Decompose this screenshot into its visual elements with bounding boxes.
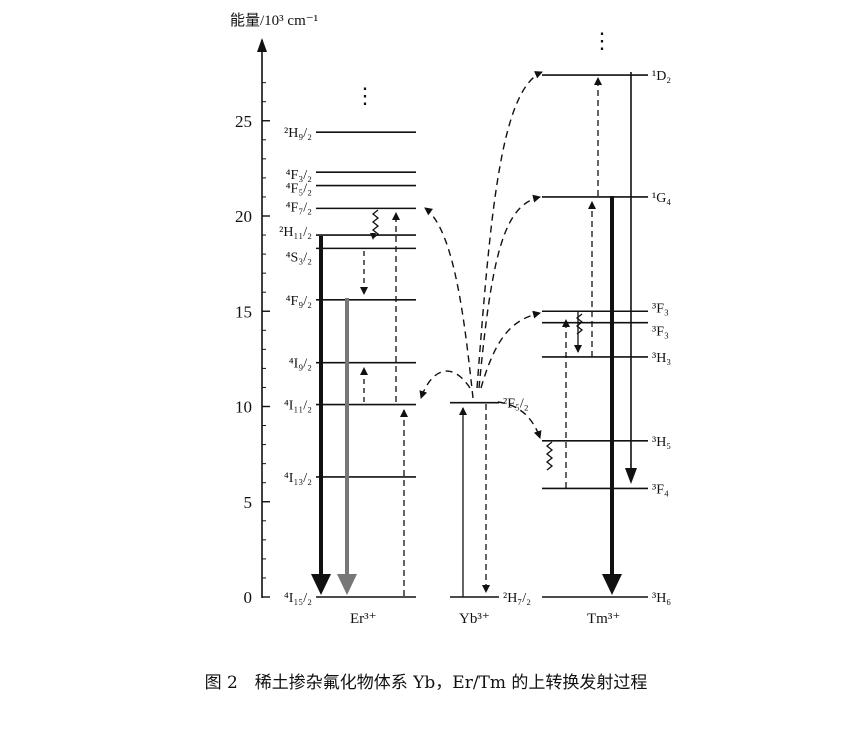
- yb-level-label: ²H₇/₂: [503, 591, 531, 606]
- figure-caption: 图 2 稀土掺杂氟化物体系 Yb，Er/Tm 的上转换发射过程: [204, 673, 648, 693]
- er-level-label: ⁴I₉/₂: [289, 357, 312, 372]
- er-ion-label: Er³⁺: [350, 611, 377, 627]
- tm-level-label: ³F₃: [652, 301, 669, 316]
- energy-axis-tick-label: 15: [235, 302, 252, 321]
- er-nonradiative-arrowhead: [370, 233, 376, 240]
- er-red-emission-arrowhead: [337, 574, 357, 595]
- energy-level-diagram: 能量/10³ cm⁻¹ 0 5 10 15 20 25 ⁴I₁₅/₂ ⁴I₁₃/₂ ⁴I₁₁/…: [230, 12, 671, 627]
- tm-level-label: ³F₄: [652, 482, 669, 497]
- er-level-label: ⁴F₅/₂: [286, 182, 312, 197]
- energy-axis-tick-label: 10: [235, 398, 252, 417]
- transfer-curve-er-f7: [424, 207, 474, 399]
- energy-axis: 能量/10³ cm⁻¹ 0 5 10 15 20 25: [230, 12, 318, 607]
- energy-levels: ⁴I₁₅/₂ ⁴I₁₃/₂ ⁴I₁₁/₂ ⁴I₉/₂ ⁴F₉/₂ ⁴S₃/₂ ²H₁₁/₂ ⁴…: [279, 69, 671, 606]
- tm-level-label: ¹G₄: [652, 191, 671, 206]
- er-level-label: ⁴F₃/₂: [286, 168, 312, 183]
- transfer-curve-er-i11: [419, 370, 471, 399]
- tm-level-label: ³H₅: [652, 435, 671, 450]
- er-level-label: ⁴I₁₅/₂: [284, 591, 312, 606]
- transfer-curve-tm-d2: [476, 71, 543, 389]
- er-level-label: ⁴I₁₃/₂: [284, 471, 312, 486]
- tm-level-label: ³F₃: [652, 325, 669, 340]
- transfer-curve-tm-g4: [478, 194, 541, 389]
- energy-axis-tick-label: 20: [235, 207, 252, 226]
- energy-axis-ticks: 0 5 10 15 20 25: [235, 82, 270, 607]
- yb-ion-label: Yb³⁺: [459, 611, 490, 627]
- tm-level-label: ¹D₂: [652, 69, 671, 84]
- energy-axis-arrowhead: [257, 38, 267, 52]
- er-level-label: ²H₉/₂: [284, 126, 312, 141]
- energy-axis-tick-label: 0: [244, 588, 253, 607]
- er-level-label: ⁴F₇/₂: [286, 200, 312, 215]
- tm-level-label: ³H₃: [652, 351, 671, 366]
- transfer-curve-tm-h5: [497, 401, 542, 439]
- tm-continuation-dots: ⋮: [591, 28, 613, 53]
- energy-axis-tick-label: 5: [244, 493, 253, 512]
- er-level-label: ²H₁₁/₂: [279, 225, 312, 240]
- tm-level-label: ³H₆: [652, 591, 671, 606]
- tm-nonradiative-squiggle-h5: [545, 441, 554, 471]
- yb-level-label: ²F₅/₂: [503, 397, 529, 412]
- tm-ion-label: Tm³⁺: [587, 611, 620, 627]
- er-level-label: ⁴F₉/₂: [286, 294, 312, 309]
- er-level-label: ⁴I₁₁/₂: [284, 399, 312, 414]
- tm-blue-emission-arrowhead: [602, 574, 622, 595]
- energy-axis-label: 能量/10³ cm⁻¹: [230, 12, 318, 29]
- energy-axis-tick-label: 25: [235, 112, 252, 131]
- transfer-curve-tm-f2: [480, 310, 541, 389]
- er-level-label: ⁴S₃/₂: [286, 250, 312, 265]
- er-continuation-dots: ⋮: [354, 83, 376, 108]
- er-green-emission-arrowhead: [311, 574, 331, 595]
- er-nonradiative-squiggle: [371, 209, 380, 239]
- tm-nonradiative-squiggle-f2: [575, 313, 584, 335]
- tm-emission-arrowhead-d2: [625, 468, 637, 484]
